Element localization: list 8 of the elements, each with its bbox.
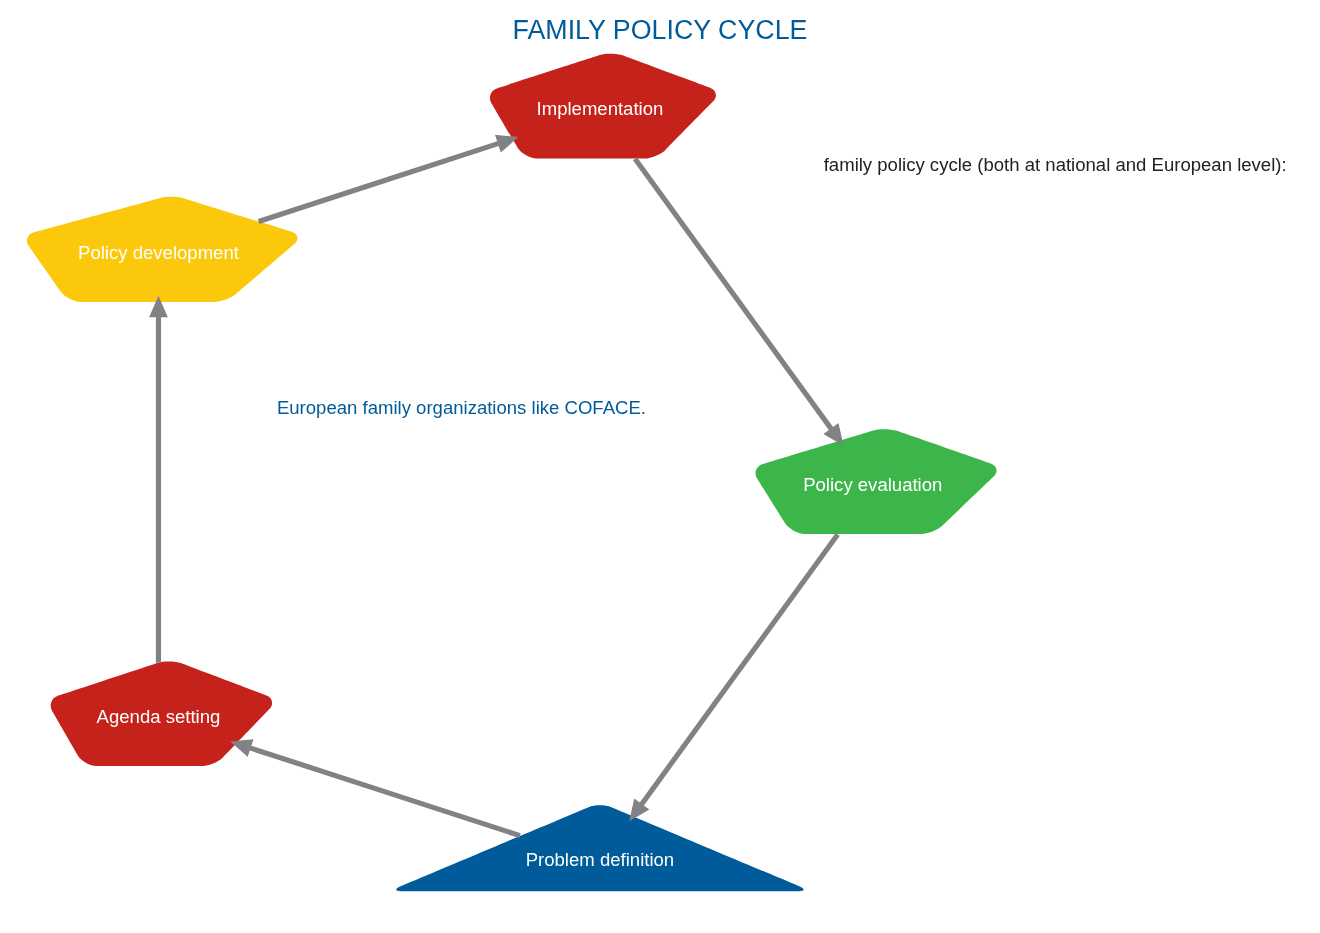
arrow: [629, 532, 840, 821]
label: family policy cycle (both at national and European level):: [823, 153, 1287, 175]
arrow: [257, 134, 519, 224]
arrow: [632, 156, 844, 446]
arrow: [149, 295, 168, 663]
diagram-title: FAMILY POLICY CYCLE: [512, 14, 808, 45]
arrow: [230, 738, 521, 838]
label: European family organizations like COFACE.: [276, 396, 646, 418]
